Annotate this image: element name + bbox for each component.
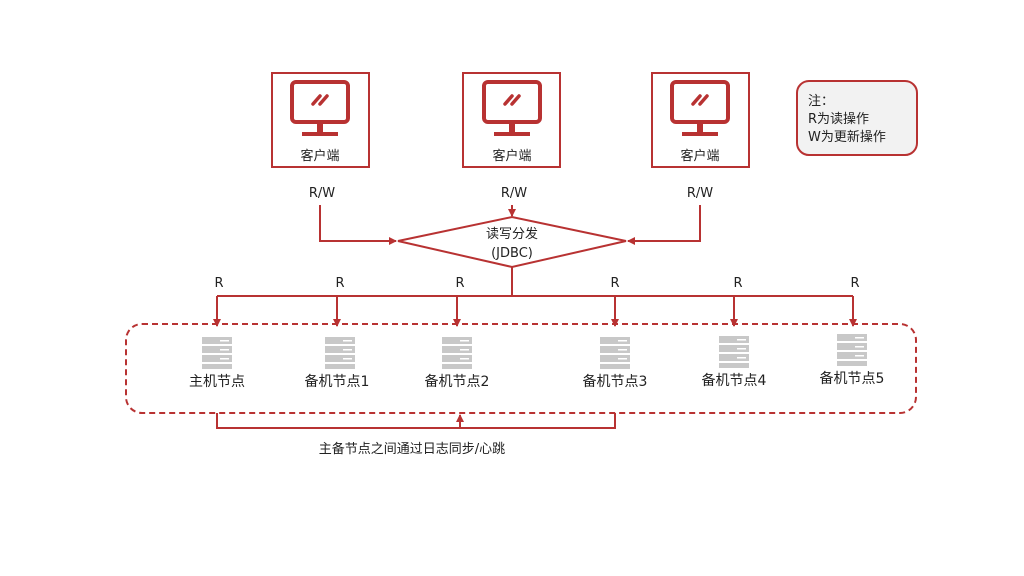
client-box-3: 客户端 bbox=[651, 72, 750, 168]
node-standby-2: 备机节点2 bbox=[425, 337, 490, 390]
note-title: 注： bbox=[808, 94, 834, 109]
node-standby-5: 备机节点5 bbox=[820, 334, 885, 387]
r-label-1: R bbox=[214, 276, 223, 291]
legend-note: 注： R为读操作 W为更新操作 bbox=[796, 80, 918, 156]
r-label-2: R bbox=[335, 276, 344, 291]
note-line-write: W为更新操作 bbox=[808, 129, 886, 145]
node-label-standby-4: 备机节点4 bbox=[702, 372, 767, 389]
note-line-read: R为读操作 bbox=[808, 111, 869, 127]
node-primary: 主机节点 bbox=[189, 337, 245, 390]
router-sublabel: (JDBC) bbox=[491, 246, 533, 261]
rw-label-1: R/W bbox=[309, 186, 335, 201]
sync-connector bbox=[216, 413, 616, 429]
router-diamond: 读写分发 (JDBC) bbox=[397, 215, 627, 269]
router-label: 读写分发 bbox=[486, 226, 538, 242]
r-label-5: R bbox=[733, 276, 742, 291]
server-icon bbox=[442, 337, 472, 369]
monitor-icon bbox=[482, 80, 542, 136]
monitor-icon bbox=[290, 80, 350, 136]
rw-label-3: R/W bbox=[687, 186, 713, 201]
edge-client3-router bbox=[627, 205, 701, 245]
edge-client1-router bbox=[319, 205, 397, 245]
client-label-3: 客户端 bbox=[680, 148, 719, 164]
rw-label-2: R/W bbox=[501, 186, 527, 201]
client-box-1: 客户端 bbox=[271, 72, 370, 168]
r-label-4: R bbox=[610, 276, 619, 291]
r-label-3: R bbox=[455, 276, 464, 291]
node-standby-1: 备机节点1 bbox=[305, 337, 370, 390]
node-label-standby-1: 备机节点1 bbox=[305, 373, 370, 390]
node-label-primary: 主机节点 bbox=[189, 374, 245, 390]
server-icon bbox=[325, 337, 355, 369]
r-label-6: R bbox=[850, 276, 859, 291]
cluster-boundary bbox=[125, 323, 917, 414]
client-label-2: 客户端 bbox=[492, 148, 531, 164]
sync-label: 主备节点之间通过日志同步/心跳 bbox=[319, 441, 505, 457]
node-label-standby-2: 备机节点2 bbox=[425, 373, 490, 390]
node-label-standby-3: 备机节点3 bbox=[583, 373, 648, 390]
server-icon bbox=[719, 336, 749, 368]
node-standby-3: 备机节点3 bbox=[583, 337, 648, 390]
node-label-standby-5: 备机节点5 bbox=[820, 370, 885, 387]
server-icon bbox=[837, 334, 867, 366]
monitor-icon bbox=[670, 80, 730, 136]
client-label-1: 客户端 bbox=[300, 148, 339, 164]
server-icon bbox=[600, 337, 630, 369]
client-box-2: 客户端 bbox=[462, 72, 561, 168]
server-icon bbox=[202, 337, 232, 369]
node-standby-4: 备机节点4 bbox=[702, 336, 767, 389]
